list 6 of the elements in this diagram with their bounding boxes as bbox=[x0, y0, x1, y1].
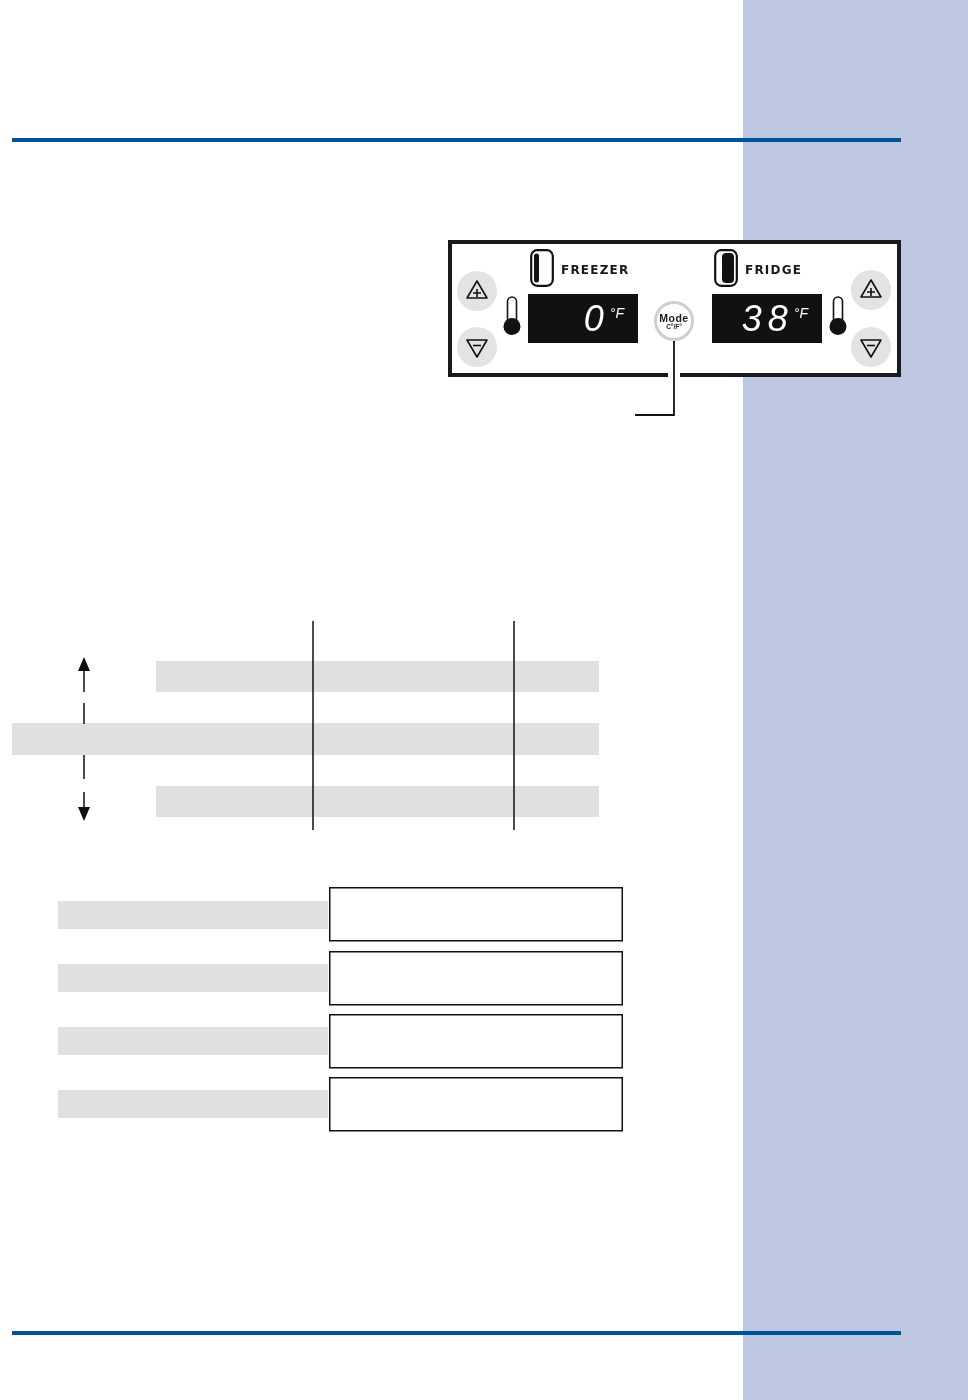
zone-label: FREEZER bbox=[561, 263, 630, 277]
leader-line bbox=[634, 340, 675, 416]
temperature-display: 0$^{°F}$ bbox=[528, 294, 638, 343]
temperature-display: 38$^{°F}$ bbox=[712, 294, 822, 343]
zone-label: FRIDGE bbox=[745, 263, 803, 277]
control-panel bbox=[448, 240, 901, 377]
